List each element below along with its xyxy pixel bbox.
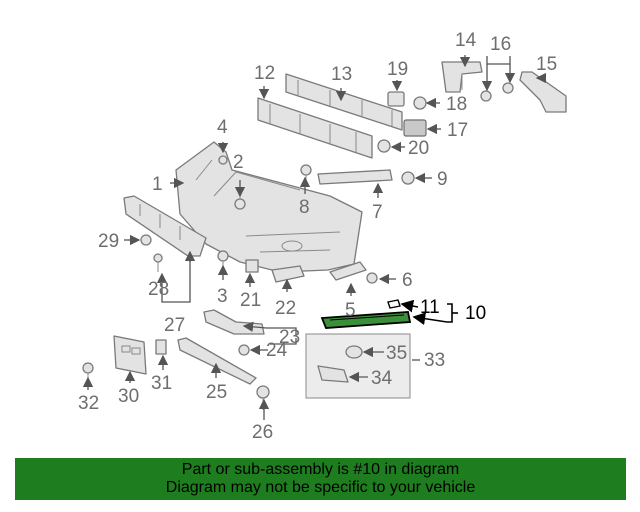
callout-15: 15	[536, 54, 557, 75]
callout-8: 8	[299, 197, 310, 218]
part-30-plate-bracket	[113, 335, 147, 375]
part-7-molding	[317, 169, 393, 185]
callout-35: 35	[386, 343, 407, 364]
part-29-clip	[140, 234, 152, 246]
callout-31: 31	[151, 373, 172, 394]
part-26-clip	[256, 385, 270, 410]
footer-banner: Part or sub-assembly is #10 in diagram D…	[15, 458, 626, 500]
part-22-reflector	[271, 265, 305, 283]
part-27-lower-panel	[123, 195, 207, 257]
callout-20: 20	[408, 138, 429, 159]
part-21-clip	[245, 259, 259, 273]
part-16-bolts	[480, 82, 514, 102]
callout-32: 32	[78, 393, 99, 414]
callout-2: 2	[233, 152, 244, 173]
callout-17: 17	[447, 120, 468, 141]
part-13-reinforcement	[285, 73, 403, 131]
part-4-clip	[218, 155, 228, 165]
callout-14: 14	[455, 30, 477, 51]
part-8-bolt	[300, 164, 312, 186]
callout-13: 13	[331, 64, 352, 85]
callout-28: 28	[148, 279, 169, 300]
part-24-bolt	[238, 344, 250, 356]
part-5-molding	[329, 261, 367, 281]
callout-7: 7	[372, 202, 383, 223]
callout-27: 27	[164, 315, 185, 336]
part-20-nut	[377, 139, 391, 153]
callout-26: 26	[252, 422, 273, 443]
callout-6: 6	[402, 270, 413, 291]
callout-12: 12	[254, 63, 275, 84]
callout-3: 3	[217, 286, 228, 307]
part-33-sensor-kit	[305, 333, 411, 399]
callout-11: 11	[420, 297, 440, 318]
leader-lines	[82, 55, 547, 420]
part-10-bracket	[320, 311, 412, 329]
part-25-air-guide	[177, 337, 257, 385]
callout-21: 21	[240, 290, 261, 311]
callout-24: 24	[266, 340, 288, 361]
part-14-bracket	[441, 61, 483, 93]
parts-diagram: 1 2 3 4 5 6 7 8 9 10 11 12 13 14 15 16 1…	[78, 30, 567, 443]
part-1-bumper-cover	[175, 141, 363, 273]
part-12-absorber	[257, 97, 373, 159]
callout-25: 25	[206, 382, 227, 403]
callout-22: 22	[275, 298, 296, 319]
callout-4: 4	[217, 117, 228, 138]
callout-18: 18	[446, 94, 467, 115]
part-6-bolt	[366, 272, 378, 284]
callout-19: 19	[387, 59, 408, 80]
part-31-clip	[155, 339, 167, 355]
callout-16: 16	[490, 34, 511, 55]
part-9-bolt	[401, 171, 415, 185]
callout-5: 5	[345, 300, 356, 321]
callout-1: 1	[152, 174, 163, 195]
callout-9: 9	[437, 169, 448, 190]
part-17-block	[403, 119, 427, 137]
part-28-bolt	[153, 253, 163, 272]
callout-34: 34	[371, 368, 393, 389]
footer-line-2: Diagram may not be specific to your vehi…	[165, 479, 476, 496]
callout-30: 30	[118, 386, 139, 407]
part-23-support	[203, 309, 265, 335]
part-32-screw	[82, 362, 94, 382]
callout-29: 29	[98, 231, 119, 252]
part-19-clip	[387, 91, 405, 107]
footer-line-1: Part or sub-assembly is #10 in diagram	[181, 461, 460, 478]
part-11-clip	[387, 299, 401, 309]
callout-33: 33	[424, 350, 445, 371]
callout-10: 10	[465, 303, 486, 324]
callout-23: 23	[279, 327, 300, 348]
